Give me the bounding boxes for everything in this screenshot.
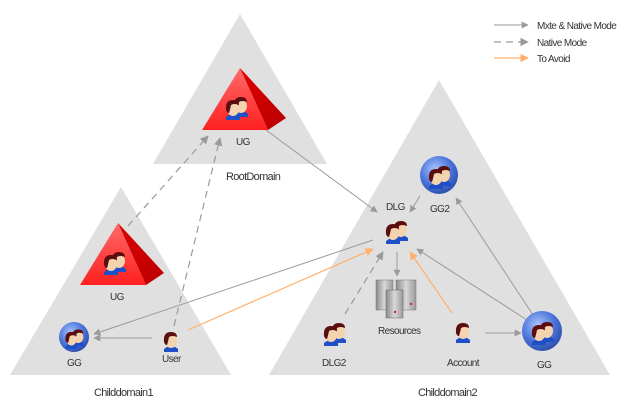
legend: Mxte & Native Mode Native Mode To Avoid xyxy=(494,21,618,65)
conn-account-dlg-avoid xyxy=(409,251,453,314)
node-child1-user[interactable] xyxy=(163,332,178,352)
legend-label: Mxte & Native Mode xyxy=(537,21,617,32)
node-label: UG xyxy=(110,292,125,303)
domain-label-root: RootDomain xyxy=(226,171,281,183)
legend-label: Native Mode xyxy=(537,38,588,49)
user-icon xyxy=(455,323,470,343)
conn-user-rootug xyxy=(173,137,223,327)
domain-label-child1: Childdomain1 xyxy=(94,387,153,399)
conn-gg-gg2 xyxy=(455,197,536,319)
node-label: Account xyxy=(447,358,480,369)
node-child2-gg2[interactable] xyxy=(420,156,458,194)
global-group-icon xyxy=(522,311,562,351)
node-child2-gg[interactable] xyxy=(522,311,562,351)
node-label: GG2 xyxy=(430,204,450,215)
conn-dlg-gg xyxy=(93,239,374,336)
node-child1-ug[interactable] xyxy=(80,223,164,285)
domain-childdomain2 xyxy=(269,80,610,375)
node-label: DLG xyxy=(386,202,406,213)
legend-label: To Avoid xyxy=(537,54,570,65)
node-child2-resources[interactable] xyxy=(375,279,417,319)
user-icon xyxy=(163,332,178,352)
conn-child1ug-rootug xyxy=(127,135,209,227)
conn-dlg2-dlg xyxy=(344,251,384,315)
node-label: User xyxy=(162,354,182,365)
connections xyxy=(93,129,536,342)
node-child1-gg[interactable] xyxy=(59,322,89,352)
node-label: DLG2 xyxy=(322,358,347,369)
conn-user-dlg-avoid xyxy=(187,248,374,331)
universal-group-icon xyxy=(202,68,286,130)
node-root-ug[interactable] xyxy=(202,68,286,130)
conn-gg-dlg xyxy=(416,248,528,321)
conn-rootug-dlg xyxy=(265,129,378,213)
node-label: GG xyxy=(537,360,552,371)
domain-label-child2: Childdomain2 xyxy=(418,387,477,399)
node-label: UG xyxy=(236,137,251,148)
node-label: GG xyxy=(67,358,82,369)
global-group-icon xyxy=(59,322,89,352)
universal-group-icon xyxy=(80,223,164,285)
node-child2-account[interactable] xyxy=(455,323,470,343)
global-group-icon xyxy=(420,156,458,194)
node-label: Resources xyxy=(378,326,421,337)
conn-gg2-dlg xyxy=(409,195,421,213)
servers-icon xyxy=(375,279,417,319)
